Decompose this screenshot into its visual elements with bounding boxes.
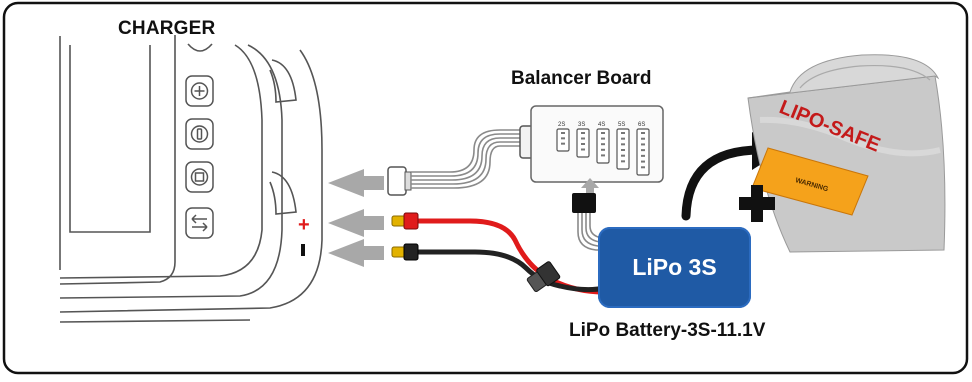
balance-ribbon xyxy=(411,129,540,189)
negative-arrow xyxy=(328,239,384,267)
balancer-port-pin xyxy=(621,149,625,151)
enter-button-icon xyxy=(196,128,203,140)
balancer-port-pin xyxy=(621,143,625,146)
plus-icon xyxy=(739,185,775,222)
balancer-port-pin xyxy=(641,166,645,169)
lipo-safe-bag: WARNING LIPO-SAFE xyxy=(747,54,946,253)
positive-arrow xyxy=(328,209,384,237)
negative-banana-plug xyxy=(391,243,419,261)
balancer-port-4s: 4S xyxy=(596,122,610,164)
xt-connector xyxy=(526,261,561,293)
stop-button-icon xyxy=(194,172,205,182)
charger-device xyxy=(59,35,323,323)
balancer-port-5s: 5S xyxy=(616,122,630,170)
balancer-port-pin xyxy=(581,148,585,151)
curved-arrow-icon xyxy=(681,145,765,221)
balancer-port-pin xyxy=(601,137,605,140)
balancer-board: 2S 3S 4S 5S 6S xyxy=(530,105,664,183)
balance-plug xyxy=(387,166,412,196)
balance-arrow xyxy=(328,169,384,197)
lipo-battery: LiPo 3S xyxy=(598,227,751,308)
balancer-port-pin xyxy=(581,132,585,134)
insert-arrows xyxy=(328,169,384,267)
balancer-port-socket xyxy=(636,128,650,176)
balancer-port-socket xyxy=(556,128,570,152)
charger-vent-top xyxy=(269,59,297,103)
balancer-port-socket xyxy=(596,128,610,164)
balancer-port-label: 2S xyxy=(558,122,565,128)
positive-terminal-mark: + xyxy=(298,214,310,236)
balancer-board-label: Balancer Board xyxy=(511,68,652,89)
balancer-port-pin xyxy=(621,154,625,157)
bag-warning-label xyxy=(751,147,869,216)
balancer-port-pin xyxy=(641,149,645,152)
balancer-port-label: 4S xyxy=(598,122,605,128)
balancer-port-pin xyxy=(641,137,645,140)
balancer-port-3s: 3S xyxy=(576,122,590,158)
charger-screen xyxy=(69,45,151,233)
balancer-port-pin xyxy=(621,137,625,140)
balancer-port-pin xyxy=(641,132,645,134)
balancer-port-pin xyxy=(641,143,645,146)
balancer-port-pin xyxy=(601,132,605,134)
balancer-port-pin xyxy=(601,154,605,157)
positive-banana-plug xyxy=(391,212,419,230)
battery-balance-plug xyxy=(572,193,596,213)
balancer-port-pin xyxy=(641,154,645,157)
charger-buttons xyxy=(185,75,214,239)
balancer-port-label: 3S xyxy=(578,122,585,128)
charger-vent-bottom xyxy=(269,171,297,215)
negative-terminal-mark xyxy=(301,244,305,256)
balancer-port-pin xyxy=(561,142,565,145)
balancer-port-label: 5S xyxy=(618,122,625,128)
balancer-port-pin xyxy=(561,132,565,134)
plus-button-icon xyxy=(194,86,205,96)
balancer-port-pin xyxy=(581,143,585,145)
balancer-port-pin xyxy=(621,160,625,163)
swap-button-icon xyxy=(191,214,208,232)
balancer-port-pin xyxy=(601,143,605,146)
balancer-port-pin xyxy=(621,132,625,134)
balancer-port-pin xyxy=(641,160,645,163)
balancer-ports: 2S 3S 4S 5S 6S xyxy=(556,122,650,176)
balancer-port-pin xyxy=(581,137,585,140)
battery-caption: LiPo Battery-3S-11.1V xyxy=(569,320,766,341)
balancer-port-2s: 2S xyxy=(556,122,570,152)
board-down-arrow xyxy=(581,178,599,196)
balancer-port-6s: 6S xyxy=(636,122,650,176)
balancer-port-pin xyxy=(601,148,605,151)
charger-label: CHARGER xyxy=(118,18,216,39)
balancer-port-label: 6S xyxy=(638,122,645,128)
balancer-port-pin xyxy=(561,137,565,140)
battery-label: LiPo 3S xyxy=(632,254,717,280)
